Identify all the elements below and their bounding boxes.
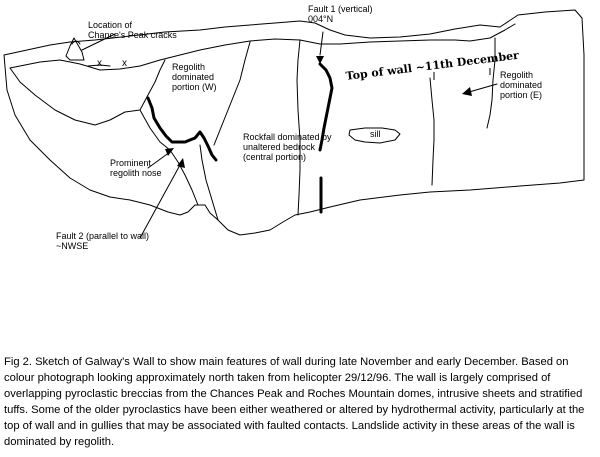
gully-east-2 bbox=[486, 37, 496, 129]
inner-ridge bbox=[9, 23, 516, 71]
leader-nose bbox=[147, 151, 171, 169]
gully-west-2 bbox=[139, 109, 199, 206]
fault1-trace bbox=[318, 62, 334, 152]
summit-dome bbox=[71, 40, 81, 45]
arrowhead-nose bbox=[165, 148, 174, 156]
gully-east-1 bbox=[429, 77, 435, 186]
valley-line bbox=[9, 67, 141, 126]
label-fault2: Fault 2 (parallel to wall) ~NWSE bbox=[56, 231, 150, 251]
label-regolith-west: Regolith dominated portion (W) bbox=[172, 62, 217, 92]
leader-fault1 bbox=[319, 31, 324, 56]
arrowhead-fault1 bbox=[316, 56, 324, 64]
wall-sketch: x x bbox=[3, 9, 585, 239]
label-cracks-location: Location of Chance's Peak cracks bbox=[88, 20, 177, 40]
crack-region-line bbox=[87, 64, 111, 67]
crack-marker-1: x bbox=[97, 58, 102, 69]
gully-west-1 bbox=[139, 59, 166, 111]
leader-fault2 bbox=[139, 164, 181, 239]
regolith-nose-trace bbox=[146, 96, 218, 162]
gully-west-3 bbox=[199, 144, 219, 221]
label-rockfall: Rockfall dominated by unaltered bedrock … bbox=[243, 132, 332, 162]
arrowhead-regolith-e bbox=[462, 87, 472, 96]
arrowhead-fault2 bbox=[177, 158, 185, 168]
label-regolith-nose: Prominent regolith nose bbox=[110, 158, 162, 178]
crack-marker-2: x bbox=[122, 58, 127, 69]
leader-regolith-e bbox=[468, 83, 498, 93]
sill-outline bbox=[348, 127, 401, 144]
label-sill: sill bbox=[370, 129, 381, 139]
label-regolith-east: Regolith dominated portion (E) bbox=[500, 70, 543, 100]
summit-outline bbox=[65, 37, 85, 61]
gully-central bbox=[296, 39, 301, 216]
label-fault1: Fault 1 (vertical) 004°N bbox=[308, 4, 373, 24]
figure-caption: Fig 2. Sketch of Galway's Wall to show m… bbox=[4, 356, 585, 448]
wall-outline bbox=[3, 9, 585, 236]
leader-cracks bbox=[81, 33, 116, 51]
gully-west-4 bbox=[213, 41, 251, 146]
